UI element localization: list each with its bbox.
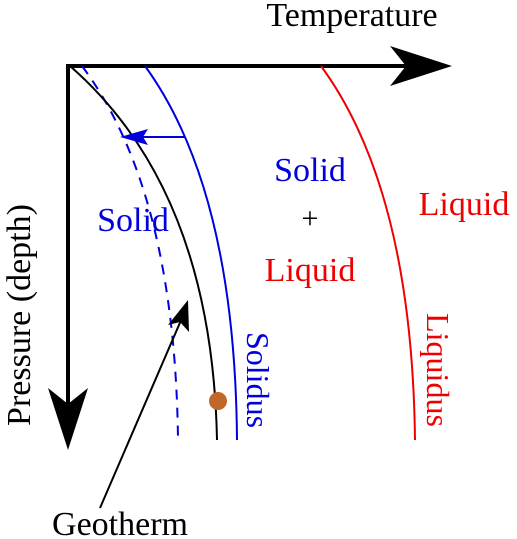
mixed-region-plus-label: + (302, 202, 319, 235)
liquidus-label: Liquidus (420, 313, 456, 427)
mixed-region-liquid-label: Liquid (265, 252, 356, 289)
solidus-curve (144, 65, 238, 441)
geotherm-pointer-line (99, 317, 183, 509)
mixed-region-solid-label: Solid (274, 152, 346, 189)
liquidus-curve (320, 65, 416, 441)
geotherm-label: Geotherm (52, 506, 188, 539)
pressure-label: Pressure (depth) (1, 204, 38, 426)
liquid-region-label: Liquid (419, 186, 510, 223)
geotherm-pointer-arrowhead (168, 300, 189, 332)
solid-region-label: Solid (97, 202, 169, 239)
temperature-axis-arrowhead (390, 46, 452, 86)
shifted-solidus-curve (81, 65, 179, 441)
melt-point-dot (209, 392, 227, 410)
pressure-axis-arrowhead (48, 388, 88, 450)
solidus-shift-arrowhead (120, 129, 148, 145)
solidus-label: Solidus (240, 332, 276, 428)
temperature-label: Temperature (266, 0, 437, 34)
geotherm-curve (69, 65, 218, 441)
